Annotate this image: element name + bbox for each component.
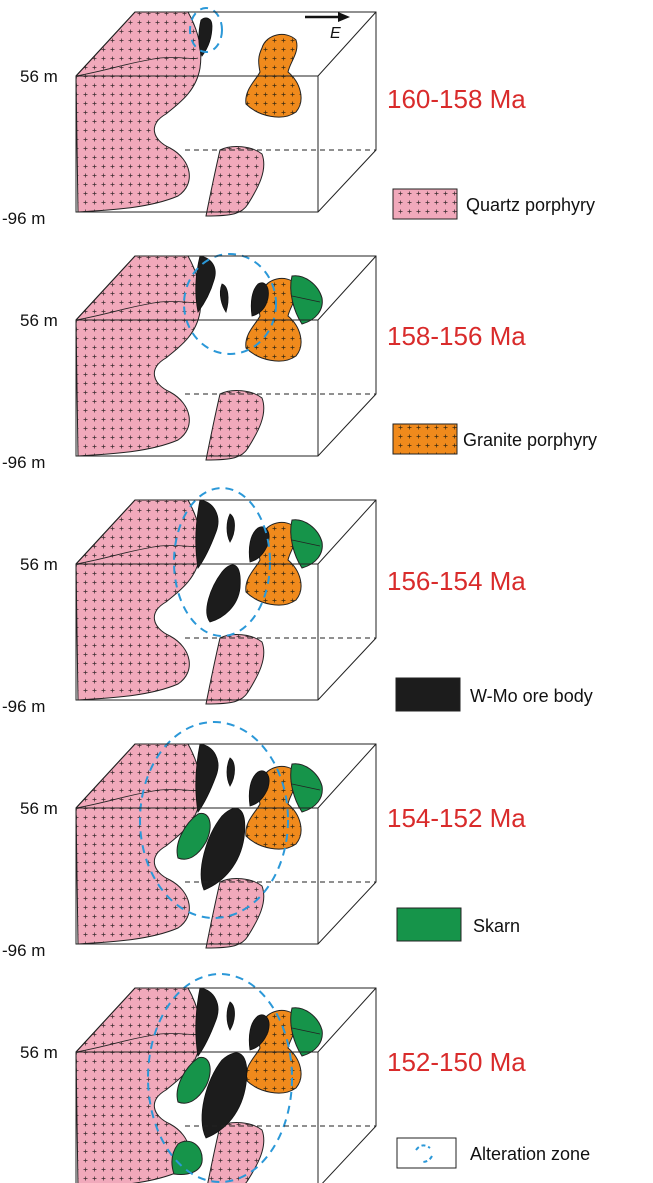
skarn-body-1 <box>291 276 323 324</box>
depth-top-label: 56 m <box>20 311 58 330</box>
legend-label-alteration-zone: Alteration zone <box>470 1144 590 1164</box>
legend-swatch-granite-porphyry <box>393 424 457 454</box>
depth-top-label: 56 m <box>20 799 58 818</box>
stage-block-4: 56 m -96 m <box>2 722 376 960</box>
depth-top-label: 56 m <box>20 555 58 574</box>
legend-label-skarn: Skarn <box>473 916 520 936</box>
stage-block-5: 56 m-96 m <box>2 974 376 1183</box>
stage-age-2: 158-156 Ma <box>387 321 526 351</box>
depth-bottom-label: -96 m <box>2 453 45 472</box>
depth-bottom-label: -96 m <box>2 941 45 960</box>
depth-top-label: 56 m <box>20 1043 58 1062</box>
w-mo-ore-body-2 <box>220 284 228 312</box>
legend-label-granite-porphyry: Granite porphyry <box>463 430 597 450</box>
w-mo-ore-body-3 <box>207 565 240 622</box>
stage-block-1: 56 m -96 m <box>2 8 376 228</box>
skarn-body-1 <box>291 520 323 568</box>
legend-swatch-quartz-porphyry <box>393 189 457 219</box>
stage-age-1: 160-158 Ma <box>387 84 526 114</box>
w-mo-ore-body-1 <box>196 500 218 568</box>
direction-label: E <box>330 25 341 42</box>
stage-age-3: 156-154 Ma <box>387 566 526 596</box>
skarn-body-1 <box>291 764 323 812</box>
quartz-porphyry-dike <box>206 147 264 216</box>
depth-top-label: 56 m <box>20 67 58 86</box>
w-mo-ore-body-1 <box>196 988 218 1056</box>
stage-block-2: 56 m -96 m <box>2 254 376 472</box>
skarn-body-1 <box>291 1008 323 1056</box>
w-mo-ore-body-2 <box>227 758 235 786</box>
quartz-porphyry-dike <box>206 391 264 460</box>
w-mo-ore-body-2 <box>227 514 235 542</box>
w-mo-ore-body-2 <box>227 1002 235 1030</box>
stage-age-5: 152-150 Ma <box>387 1047 526 1077</box>
stage-age-4: 154-152 Ma <box>387 803 526 833</box>
legend-label-quartz-porphyry: Quartz porphyry <box>466 195 595 215</box>
w-mo-ore-body-1 <box>196 744 218 812</box>
east-arrow: E <box>305 12 350 42</box>
quartz-porphyry-body <box>76 256 201 456</box>
quartz-porphyry-dike <box>206 635 264 704</box>
w-mo-ore-body-1 <box>196 256 215 312</box>
legend-swatch-w-mo-ore-body <box>396 678 460 711</box>
quartz-porphyry-body <box>76 500 201 700</box>
depth-bottom-label: -96 m <box>2 697 45 716</box>
legend-swatch-alteration-zone <box>397 1138 456 1168</box>
legend-label-w-mo-ore-body: W-Mo ore body <box>470 686 593 706</box>
stage-block-3: 56 m -96 m <box>2 488 376 716</box>
quartz-porphyry-body <box>76 12 201 212</box>
depth-bottom-label: -96 m <box>2 209 45 228</box>
legend-swatch-skarn <box>397 908 461 941</box>
